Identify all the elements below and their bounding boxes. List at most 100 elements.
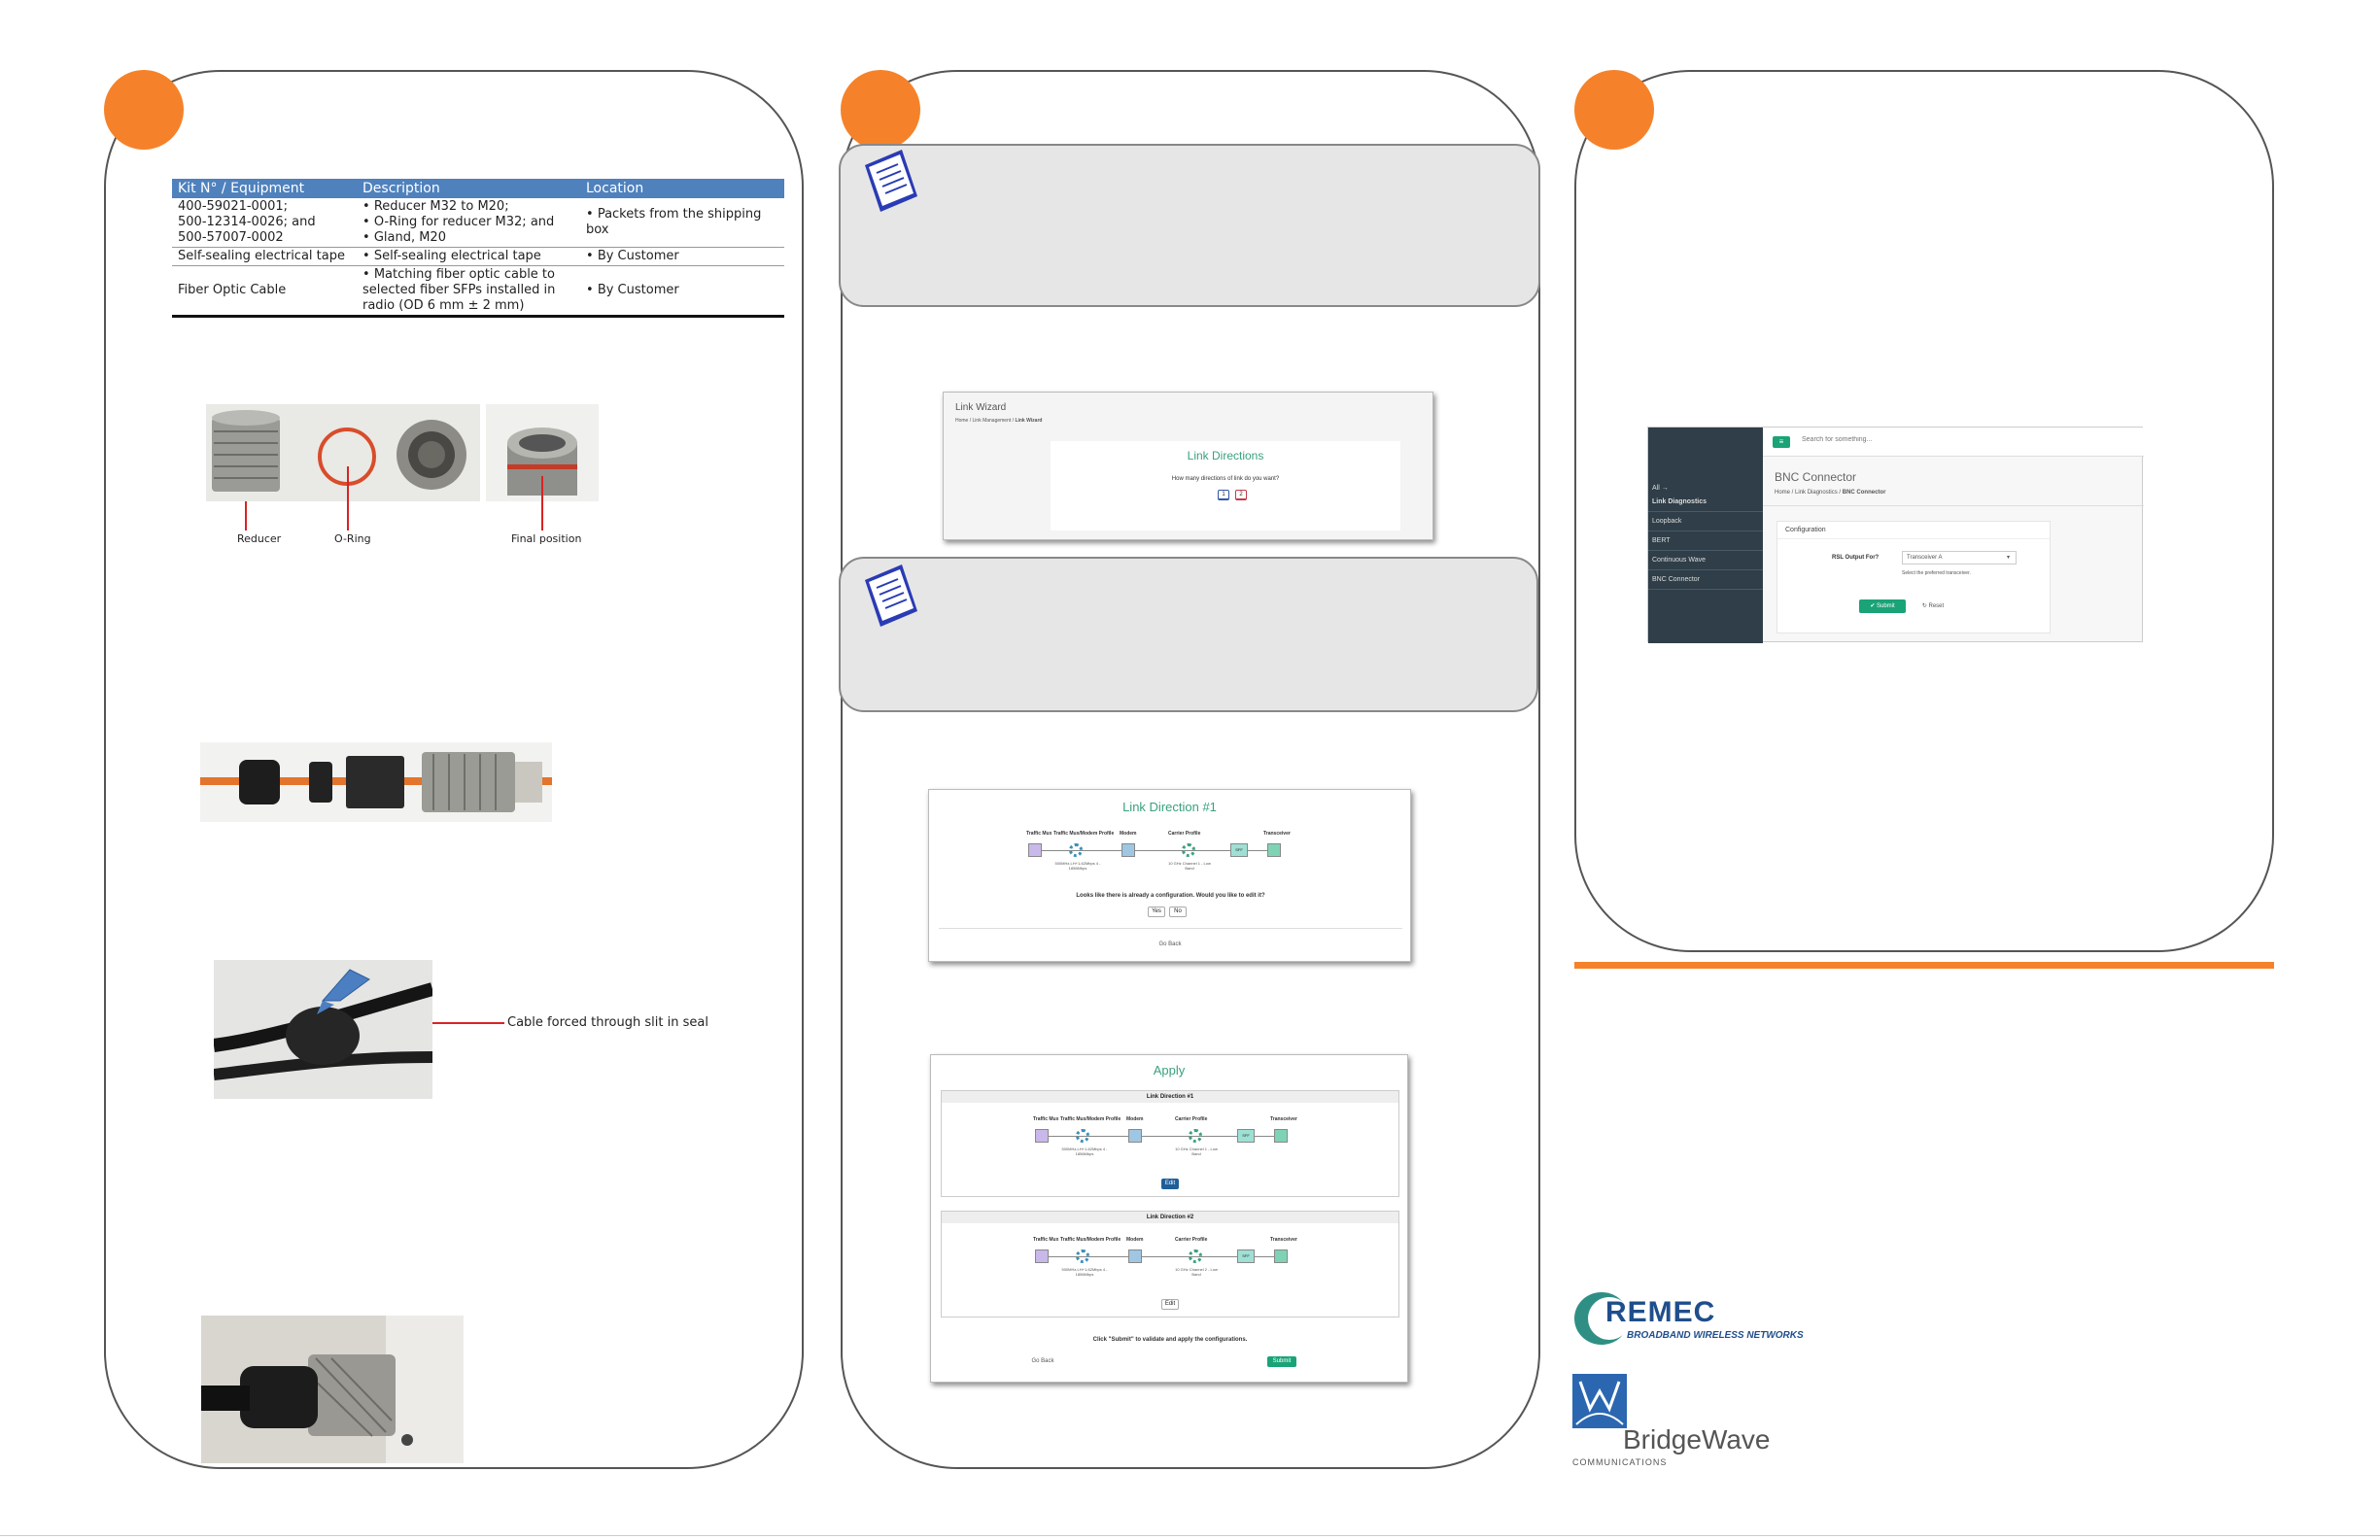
- table-row: Fiber Optic Cable Matching fiber optic c…: [172, 265, 784, 318]
- gland-assembly-photo: [200, 742, 552, 822]
- cell-line: 400-59021-0001;: [178, 199, 289, 214]
- traffic-mux-node[interactable]: [1035, 1129, 1049, 1143]
- flow-label: Traffic Mux/Modem Profile: [1060, 1237, 1121, 1243]
- edit-question: Looks like there is already a configurat…: [1076, 893, 1265, 899]
- flow-label: Transceiver: [1270, 1116, 1297, 1122]
- final-position-photo: [486, 404, 599, 501]
- edit-button[interactable]: Edit: [1161, 1299, 1179, 1310]
- cable-seal-image: [214, 960, 432, 1099]
- carrier-sublabel: 10 GHz Channel 2 - Low Band: [1175, 1267, 1218, 1277]
- breadcrumb-item[interactable]: Link Diagnostics: [1795, 490, 1838, 496]
- traffic-mux-node[interactable]: [1028, 843, 1042, 857]
- rsl-output-select[interactable]: Transceiver A ▾: [1902, 551, 2017, 565]
- sidebar-item-continuous-wave[interactable]: Continuous Wave: [1648, 551, 1763, 570]
- profile-sublabel: 500MHz,LH+1-62Mbps 4 - 1856Mbps: [1061, 1267, 1108, 1277]
- sidebar-item-bert[interactable]: BERT: [1648, 531, 1763, 551]
- cell-line: Matching fiber optic cable to selected f…: [362, 267, 574, 314]
- transceiver-node[interactable]: [1267, 843, 1281, 857]
- transceiver-node[interactable]: [1274, 1249, 1288, 1263]
- breadcrumb-item[interactable]: Home: [1775, 490, 1791, 496]
- note-box: [839, 557, 1538, 712]
- cell-line: 500-12314-0026; and: [178, 215, 316, 229]
- reset-button[interactable]: ↻ Reset: [1921, 603, 1945, 609]
- remec-swoosh-icon: [1574, 1292, 1631, 1345]
- link-flow: Traffic Mux Traffic Mux/Modem Profile Mo…: [1033, 1237, 1325, 1277]
- gear-icon[interactable]: [1189, 1249, 1202, 1263]
- breadcrumb-item[interactable]: Link Management: [972, 418, 1012, 424]
- link-flow: Traffic Mux Traffic Mux/Modem Profile Mo…: [1026, 831, 1318, 871]
- reducer-leader-line: [245, 501, 247, 530]
- field-help: Select the preferred transceiver.: [1902, 570, 1971, 576]
- wizard-title: Link Wizard: [955, 402, 1007, 413]
- cell-line: Packets from the shipping box: [586, 207, 778, 238]
- submit-button[interactable]: Submit: [1267, 1356, 1296, 1367]
- final-leader-line: [541, 476, 543, 530]
- sidebar-item-loopback[interactable]: Loopback: [1648, 512, 1763, 531]
- gear-icon[interactable]: [1076, 1129, 1089, 1143]
- modem-node[interactable]: [1128, 1249, 1142, 1263]
- modem-node[interactable]: [1121, 843, 1135, 857]
- reducer-caption: Reducer: [237, 532, 282, 545]
- submit-button[interactable]: ✔ Submit: [1859, 599, 1906, 613]
- column-header: Kit N° / Equipment: [172, 179, 357, 198]
- cable-leader-line: [432, 1022, 504, 1024]
- no-button[interactable]: No: [1169, 907, 1187, 917]
- remec-tagline: BROADBAND WIRELESS NETWORKS: [1627, 1330, 1804, 1341]
- modem-node[interactable]: [1128, 1129, 1142, 1143]
- go-back-button[interactable]: Go Back: [1158, 941, 1182, 947]
- sff-tag: SFF: [1242, 1253, 1250, 1258]
- card-header: Link Direction #2: [942, 1212, 1398, 1223]
- remec-logo: REMEC BROADBAND WIRELESS NETWORKS: [1572, 1290, 1825, 1349]
- edit-button[interactable]: Edit: [1161, 1179, 1179, 1189]
- hamburger-icon[interactable]: ≡: [1773, 436, 1790, 448]
- cell-line: Gland, M20: [362, 230, 574, 246]
- link-flow: Traffic Mux Traffic Mux/Modem Profile Mo…: [1033, 1116, 1325, 1156]
- gear-icon[interactable]: [1189, 1129, 1202, 1143]
- section-heading: Configuration: [1777, 522, 2050, 539]
- traffic-mux-node[interactable]: [1035, 1249, 1049, 1263]
- installed-gland-image: [201, 1316, 464, 1463]
- sff-node[interactable]: SFF: [1230, 843, 1248, 857]
- cell-line: O-Ring for reducer M32; and: [362, 215, 574, 230]
- sff-node[interactable]: SFF: [1237, 1249, 1255, 1263]
- cell-line: By Customer: [586, 283, 778, 298]
- page-title: BNC Connector: [1775, 470, 1857, 484]
- carrier-sublabel: 10 GHz Channel 1 - Low Band: [1175, 1146, 1218, 1156]
- gear-icon[interactable]: [1182, 843, 1195, 857]
- transceiver-node[interactable]: [1274, 1129, 1288, 1143]
- sidebar-item-all[interactable]: All →: [1652, 485, 1669, 492]
- table-header-row: Kit N° / Equipment Description Location: [172, 179, 784, 198]
- flow-label: Modem: [1126, 1237, 1144, 1243]
- sff-node[interactable]: SFF: [1237, 1129, 1255, 1143]
- apply-heading: Apply: [1153, 1063, 1186, 1078]
- option-1-button[interactable]: 1: [1218, 490, 1229, 500]
- cell-line: Self-sealing electrical tape: [362, 249, 574, 264]
- go-back-button[interactable]: Go Back: [1031, 1358, 1054, 1364]
- orange-divider: [1574, 962, 2274, 969]
- column-header: Location: [580, 179, 784, 198]
- option-2-button[interactable]: 2: [1235, 490, 1247, 500]
- flow-label: Carrier Profile: [1175, 1116, 1208, 1122]
- link-direction-screenshot: Link Direction #1 Traffic Mux Traffic Mu…: [928, 789, 1411, 962]
- bridgewave-subtitle: COMMUNICATIONS: [1572, 1457, 1668, 1467]
- yes-button[interactable]: Yes: [1148, 907, 1165, 917]
- breadcrumb-item[interactable]: Home: [955, 418, 969, 424]
- installed-gland-photo: [201, 1316, 464, 1463]
- search-input[interactable]: [1802, 436, 1996, 443]
- orange-step-dot: [104, 70, 184, 150]
- sidebar-item-bnc-connector[interactable]: BNC Connector: [1648, 570, 1763, 590]
- gear-icon[interactable]: [1076, 1249, 1089, 1263]
- flow-label: Traffic Mux/Modem Profile: [1060, 1116, 1121, 1122]
- sidebar-item-link-diagnostics[interactable]: Link Diagnostics: [1648, 493, 1763, 512]
- cell-line: Reducer M32 to M20;: [362, 199, 574, 215]
- remec-wordmark: REMEC: [1605, 1296, 1716, 1328]
- description-cell: Reducer M32 to M20; O-Ring for reducer M…: [357, 198, 580, 248]
- flow-label: Modem: [1126, 1116, 1144, 1122]
- flow-connector: [1041, 1256, 1284, 1257]
- gear-icon[interactable]: [1069, 843, 1083, 857]
- reducer-parts-image: [206, 404, 480, 501]
- note-document-icon: [865, 150, 917, 212]
- sff-tag: SFF: [1242, 1133, 1250, 1138]
- orange-step-dot: [841, 70, 920, 150]
